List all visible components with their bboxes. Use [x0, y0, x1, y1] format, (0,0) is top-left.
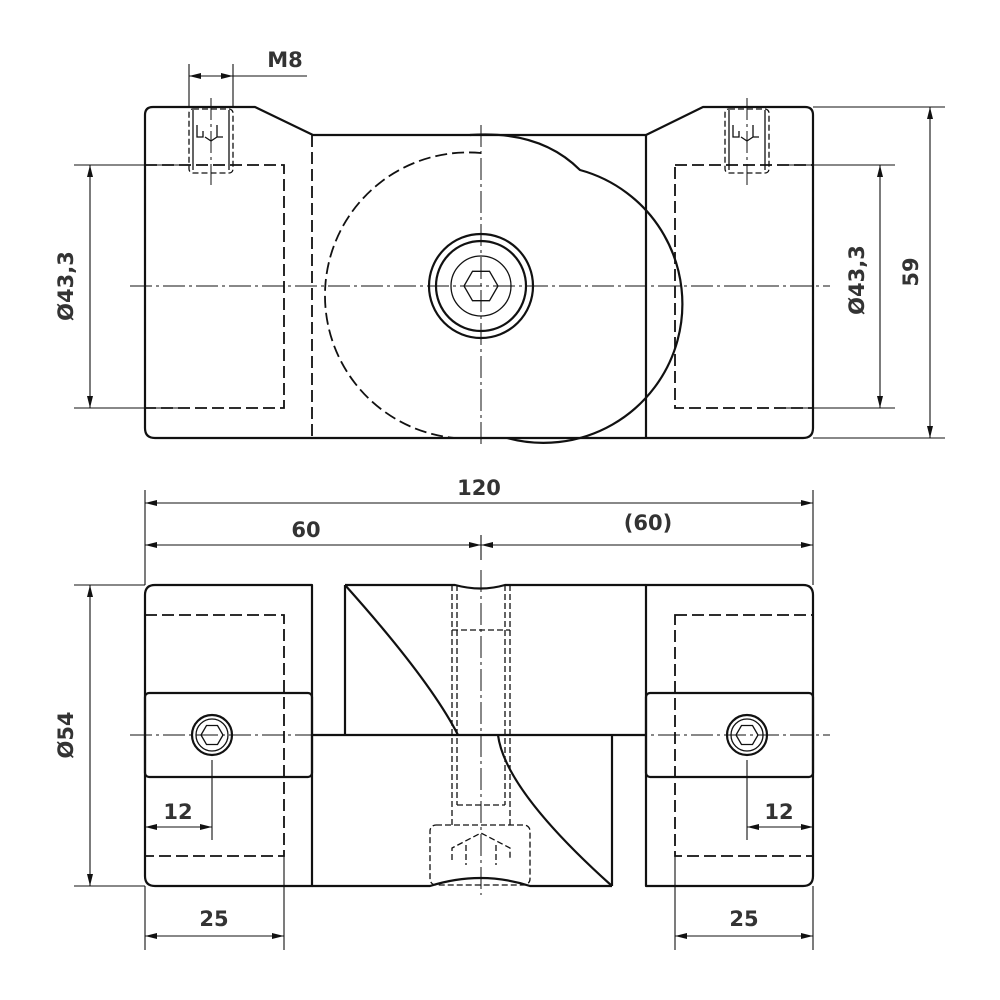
diameter-label: Ø54 — [54, 711, 78, 758]
dim-height: 59 — [813, 106, 945, 439]
left-clamp-block — [143, 583, 314, 888]
front-view: 120 60 (60) Ø54 12 12 25 — [54, 476, 830, 950]
top-view: M8 Ø43,3 Ø43,3 59 — [54, 48, 945, 448]
dim-screw-offset-right: 12 — [746, 760, 813, 840]
block-width-right-label: 25 — [729, 907, 758, 931]
set-screw-right — [724, 98, 770, 185]
dim-bore-right: Ø43,3 — [780, 164, 895, 409]
bore-right-label: Ø43,3 — [845, 245, 869, 315]
dim-overall-width: 120 — [144, 476, 814, 585]
dim-block-width-right: 25 — [674, 856, 814, 950]
dim-screw-offset-left: 12 — [145, 760, 213, 840]
height-label: 59 — [899, 257, 923, 286]
dim-bore-left: Ø43,3 — [54, 164, 180, 409]
right-clamp-block — [644, 583, 815, 888]
dim-diameter: Ø54 — [54, 584, 145, 887]
dim-block-width-left: 25 — [144, 856, 285, 950]
thread-label: M8 — [267, 48, 303, 72]
block-width-left-label: 25 — [199, 907, 228, 931]
bore-left-label: Ø43,3 — [54, 251, 78, 321]
dim-half-width: 60 (60) — [145, 511, 813, 560]
upper-body-top — [345, 583, 646, 590]
disc-visible-arc — [469, 133, 684, 444]
top-view-outline — [143, 105, 815, 440]
dim-m8: M8 — [188, 48, 307, 107]
half-width-label: 60 — [291, 518, 320, 542]
helix-curve-upper — [344, 584, 459, 736]
hex-socket-screw-left-icon — [190, 713, 234, 757]
half-width-ref-label: (60) — [624, 511, 672, 535]
screw-offset-right-label: 12 — [764, 800, 793, 824]
disc-hidden-arc — [324, 151, 482, 439]
hidden-bolt — [429, 585, 531, 886]
set-screw-left — [188, 98, 234, 185]
screw-offset-left-label: 12 — [163, 800, 192, 824]
helix-curve-lower — [496, 734, 613, 887]
hex-socket-screw-right-icon — [725, 713, 769, 757]
overall-width-label: 120 — [457, 476, 501, 500]
